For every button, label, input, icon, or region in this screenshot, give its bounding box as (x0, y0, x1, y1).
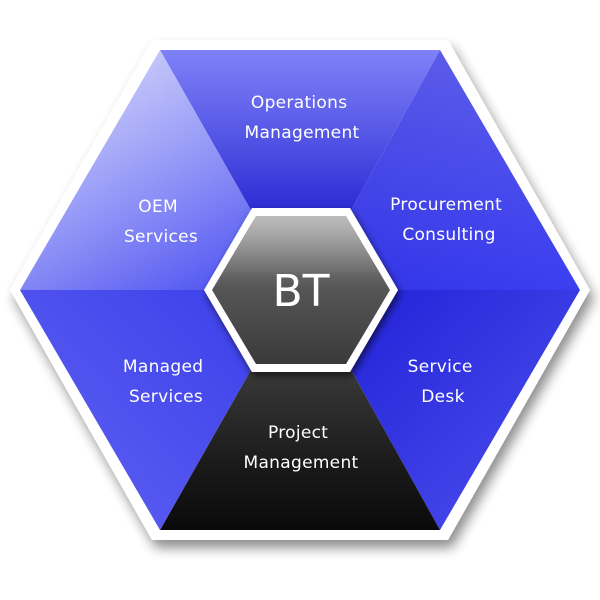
segment-lower-left[interactable] (20, 290, 252, 530)
segment-lower-right[interactable] (350, 290, 580, 530)
segment-bottom[interactable] (160, 368, 440, 530)
segment-top-label: Operations Management (245, 93, 360, 143)
segment-bottom-label: Project Management (244, 423, 359, 473)
center-label: BT (272, 266, 329, 317)
segment-upper-left-label: OEM Services (124, 197, 198, 247)
segment-upper-right-label: Procurement Consulting (390, 195, 508, 245)
segment-lower-right-label: Service Desk (408, 357, 479, 407)
segment-lower-left-label: Managed Services (123, 357, 209, 407)
